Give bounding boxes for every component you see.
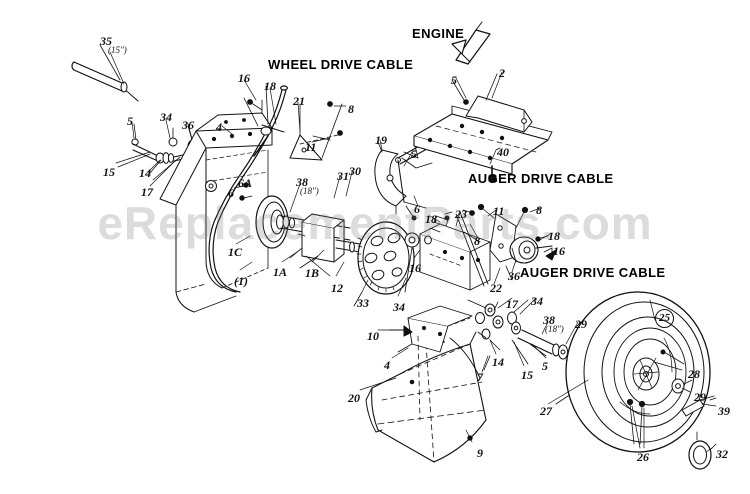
- callout-number-30-19: 30: [349, 164, 361, 178]
- callout-number-9-46: 9: [477, 446, 483, 460]
- callout-number-4-44: 4: [384, 358, 390, 372]
- callout-number-21-11: 21: [293, 94, 305, 108]
- part-frame-panel-4: [159, 99, 273, 313]
- part-ring-32: [688, 431, 717, 470]
- callout-number-18-28: 18: [548, 229, 560, 243]
- callout-number-11-25: 11: [493, 204, 505, 218]
- callout-number-1-36: (1): [234, 274, 248, 288]
- part-bushing-29-right: [671, 378, 693, 394]
- part-bracket-21: [243, 85, 343, 161]
- callout-number-40-34: 40: [497, 145, 509, 159]
- callout-number-15-1: (15"): [108, 45, 127, 55]
- section-title-auger-drive-cable-3: AUGER DRIVE CABLE: [520, 265, 666, 280]
- callout-number-14-49: 14: [492, 355, 504, 369]
- callout-number-1C-35: 1C: [228, 245, 243, 259]
- part-wheel-drive-cable: [208, 85, 289, 293]
- callout-number-12-39: 12: [331, 281, 343, 295]
- callout-number-29-55: 29: [575, 317, 587, 331]
- callout-number-34-41: 34: [393, 300, 405, 314]
- part-belt-guard-arm-2: [465, 73, 533, 133]
- part-pin-39: [681, 395, 717, 417]
- part-friction-plate-33: [305, 221, 415, 307]
- callout-number-18-17: (18"): [300, 186, 319, 196]
- callout-number-16-9: 16: [238, 71, 250, 85]
- callout-number-16-42: 16: [409, 261, 421, 275]
- part-auger-cable-line: [455, 211, 489, 287]
- callout-number-29-59: 29: [694, 390, 706, 404]
- callout-number-28-58: 28: [688, 367, 700, 381]
- callout-number-34-48: 34: [531, 294, 543, 308]
- callout-number-6A-15: 6A: [238, 176, 253, 190]
- callout-number-5-2: 5: [127, 114, 133, 128]
- callout-number-19-20: 19: [375, 133, 387, 147]
- callout-number-4-8: 4: [216, 120, 222, 134]
- callout-number-25-57: 25: [655, 309, 674, 328]
- callout-number-38-16: 38: [296, 175, 308, 189]
- callout-number-22-31: 22: [490, 281, 502, 295]
- callout-number-38-53: 38: [543, 313, 555, 327]
- callout-leader-lines: [109, 51, 717, 453]
- callout-number-36-30: 36: [508, 269, 520, 283]
- section-title-auger-drive-cable-2: AUGER DRIVE CABLE: [468, 171, 614, 186]
- callout-number-8-26: 8: [536, 203, 542, 217]
- callout-number-7-52: 7: [477, 370, 483, 384]
- section-title-engine-0: ENGINE: [412, 26, 465, 41]
- callout-number-31-18: 31: [337, 169, 349, 183]
- part-auger-drive-linkage: [463, 203, 557, 281]
- callout-number-34-3: 34: [160, 110, 172, 124]
- part-handle-rod-35: [71, 44, 139, 102]
- callout-number-11-13: 11: [305, 140, 317, 154]
- callout-number-1B-38: 1B: [305, 266, 320, 280]
- callout-number-36-4: 36: [182, 118, 194, 132]
- callout-number-8-27: 8: [474, 234, 480, 248]
- callout-number-18-23: 18: [425, 212, 437, 226]
- callout-number-5-21: 5: [411, 147, 417, 161]
- callout-number-32-62: 32: [716, 447, 728, 461]
- callout-number-18-54: (18"): [545, 324, 564, 334]
- section-title-wheel-drive-cable-1: WHEEL DRIVE CABLE: [268, 57, 414, 72]
- callout-number-8-12: 8: [348, 102, 354, 116]
- callout-number-6-14: 6: [228, 186, 234, 200]
- part-engine-deck-40: [401, 105, 553, 182]
- part-discharge-chute-20: [365, 331, 487, 463]
- callout-number-39-61: 39: [718, 404, 730, 418]
- callout-number-33-40: 33: [357, 296, 369, 310]
- callout-number-27-56: 27: [540, 404, 552, 418]
- callout-number-1A-37: 1A: [273, 265, 288, 279]
- part-wheel-25: [565, 291, 711, 453]
- callout-number-15-5: 15: [103, 165, 115, 179]
- callout-number-17-47: 17: [506, 297, 518, 311]
- callout-number-20-45: 20: [348, 391, 360, 405]
- callout-number-5-51: 5: [542, 359, 548, 373]
- part-drive-shaft-assembly: [255, 195, 373, 269]
- callout-number-2-33: 2: [499, 66, 505, 80]
- callout-number-35-0: 35: [100, 34, 112, 48]
- callout-number-10-43: 10: [367, 329, 379, 343]
- part-pivot-bracket-19: [374, 129, 451, 215]
- callout-number-5-32: 5: [451, 73, 457, 87]
- callout-number-17-7: 17: [141, 185, 153, 199]
- part-small-hardware-group: [233, 99, 549, 245]
- callout-number-16-29: 16: [553, 244, 565, 258]
- callout-number-6-22: 6: [414, 202, 420, 216]
- callout-number-26-60: 26: [637, 450, 649, 464]
- callout-number-14-6: 14: [139, 166, 151, 180]
- part-chute-upper-frame: [389, 305, 473, 421]
- callout-number-15-50: 15: [521, 368, 533, 382]
- part-engine-arrow: [451, 21, 491, 65]
- callout-number-23-24: 23: [455, 207, 467, 221]
- callout-number-18-10: 18: [264, 79, 276, 93]
